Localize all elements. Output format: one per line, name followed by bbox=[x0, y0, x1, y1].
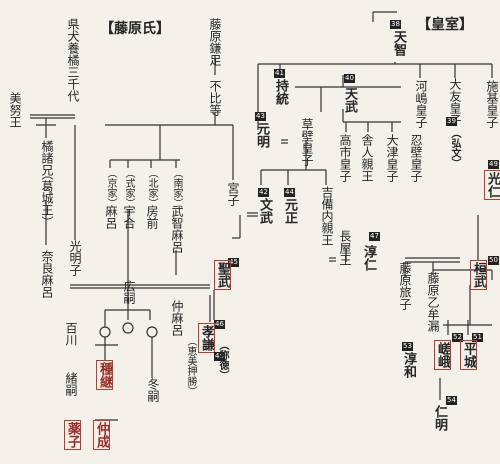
number-52: 52 bbox=[452, 333, 463, 342]
number-44: 44 bbox=[284, 188, 295, 197]
number-53: 53 bbox=[402, 342, 413, 351]
name-monmu: 文武 bbox=[257, 198, 272, 224]
name-genmei: 元明 bbox=[254, 122, 269, 148]
name-shikike: （式家） bbox=[123, 168, 134, 208]
name-kusuko: 薬子 bbox=[64, 420, 81, 450]
number-50: 50 bbox=[488, 256, 499, 265]
number-41: 41 bbox=[274, 69, 285, 78]
name-takechi: 高市皇子 bbox=[338, 134, 352, 182]
name-maro: 麻呂 bbox=[104, 205, 118, 229]
number-45: 45 bbox=[228, 258, 239, 267]
name-michiyo: 県犬養橘三千代 bbox=[66, 18, 80, 102]
name-hokke: （北家） bbox=[146, 168, 157, 208]
name-emi: （恵美押勝） bbox=[185, 336, 196, 396]
number-46: 46 bbox=[214, 320, 225, 329]
name-naramaro: 奈良麻呂 bbox=[40, 250, 54, 298]
number-40: 40 bbox=[344, 74, 355, 83]
name-konin: 光仁 bbox=[484, 170, 500, 200]
name-tanetsugu: 種継 bbox=[96, 360, 113, 390]
name-nagaya: 長屋王 bbox=[338, 230, 352, 266]
name-osakabe: 忍壁皇子 bbox=[409, 134, 423, 182]
name-miyako: 宮子 bbox=[226, 182, 240, 206]
fujiwara-header: 【藤原氏】 bbox=[100, 21, 170, 37]
name-heizei: 平城 bbox=[460, 340, 477, 370]
number-51: 51 bbox=[472, 333, 483, 342]
name-momokawa: 百川 bbox=[64, 322, 78, 346]
name-fuyutsugu: 冬嗣 bbox=[146, 378, 160, 402]
name-shiki: 施基皇子 bbox=[485, 80, 499, 128]
name-otomuro: 藤原乙牟漏 bbox=[426, 272, 440, 332]
name-katsuragi: （葛城王） bbox=[40, 168, 54, 228]
name-koken: 孝謙 bbox=[198, 323, 215, 353]
number-43: 43 bbox=[255, 112, 266, 121]
imperial-header: 【皇室】 bbox=[417, 17, 473, 33]
name-kamatari: 藤原鎌足 bbox=[208, 18, 222, 66]
name-kyoke: （京家） bbox=[105, 168, 116, 208]
name-gensho: 元正 bbox=[282, 198, 297, 224]
name-minu: 美努王 bbox=[8, 92, 22, 128]
name-junna: 淳和 bbox=[401, 352, 416, 378]
number-47: 47 bbox=[369, 232, 380, 241]
name-otomo: 大友皇子 bbox=[448, 78, 462, 126]
name-tenchi: 天智 bbox=[391, 30, 406, 56]
name-muchimaro: 武智麻呂 bbox=[170, 205, 184, 253]
name-shomu: 聖武 bbox=[214, 260, 231, 290]
number-48: 48 bbox=[214, 352, 225, 361]
name-jito: 持統 bbox=[273, 79, 288, 105]
name-saga: 嵯峨 bbox=[434, 340, 451, 370]
name-junnin: 淳仁 bbox=[361, 245, 376, 271]
name-nakamaro: 仲麻呂 bbox=[170, 300, 184, 336]
number-54: 54 bbox=[446, 396, 457, 405]
name-nakanari: 仲成 bbox=[93, 420, 110, 450]
name-umakai: 宇合 bbox=[122, 205, 136, 229]
name-moroe: 橘諸兄 bbox=[40, 140, 54, 176]
name-otsugu: 緒嗣 bbox=[64, 372, 78, 396]
name-kobun: （弘文） bbox=[449, 128, 460, 168]
name-kusakabe: 草壁皇子 bbox=[300, 118, 314, 166]
name-hirotsugu: 広嗣 bbox=[122, 280, 136, 304]
name-nanke: （南家） bbox=[171, 168, 182, 208]
name-kanmu: 桓武 bbox=[470, 260, 487, 290]
number-38: 38 bbox=[390, 20, 401, 29]
name-komyo: 光明子 bbox=[68, 240, 82, 276]
name-fuhito: 不比等 bbox=[208, 80, 222, 116]
name-fusasaki: 房前 bbox=[145, 205, 159, 229]
name-kawashima: 河嶋皇子 bbox=[414, 80, 428, 128]
name-tabiko: 藤原旅子 bbox=[398, 262, 412, 310]
name-tenmu: 天武 bbox=[342, 87, 357, 113]
number-39: 39 bbox=[446, 117, 457, 126]
name-otsu: 大津皇子 bbox=[385, 134, 399, 182]
number-49: 49 bbox=[488, 160, 499, 169]
name-toneri: 舎人親王 bbox=[360, 134, 374, 182]
number-42: 42 bbox=[258, 188, 269, 197]
name-kibi: 吉備内親王 bbox=[320, 186, 334, 246]
name-shotoku: （称徳） bbox=[217, 340, 228, 380]
name-ninmyo: 仁明 bbox=[432, 405, 447, 431]
